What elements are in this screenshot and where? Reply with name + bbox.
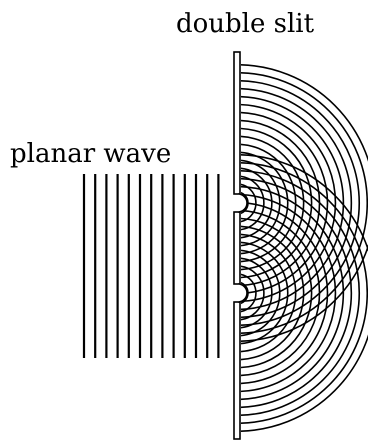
slit-barrier	[234, 52, 240, 439]
barrier-middle-segment	[234, 212, 240, 284]
barrier-top-segment	[234, 52, 240, 194]
planar-wavefronts	[84, 174, 218, 358]
circular-wavefronts	[237, 65, 368, 431]
bottom-slit-wavefronts	[237, 155, 368, 431]
planar-wave-label: planar wave	[10, 139, 171, 169]
double-slit-label: double slit	[176, 9, 315, 39]
top-slit-wavefronts	[237, 65, 368, 341]
barrier-bottom-segment	[234, 302, 240, 439]
